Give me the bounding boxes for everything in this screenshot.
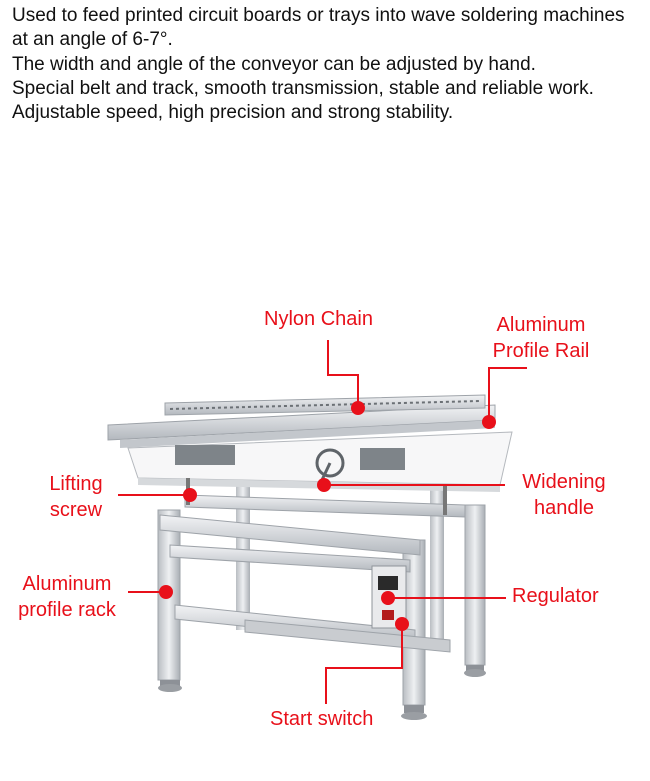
aluminum-profile-rack: [157, 470, 486, 720]
profile-rack-marker: [159, 585, 173, 599]
widening-handle-line-2: handle: [533, 497, 595, 519]
widening-handle-line-1: Widening: [522, 471, 606, 493]
lifting-screw-line-1: Lifting: [49, 473, 103, 495]
profile-rail-marker: [482, 415, 496, 429]
start-switch-label: Start switch: [270, 708, 374, 730]
description-line-4: Adjustable speed, high precision and str…: [12, 102, 454, 124]
lifting-screw-line-2: screw: [49, 499, 103, 521]
callout-lines: [118, 340, 527, 704]
description-line-3: Special belt and track, smooth transmiss…: [12, 77, 594, 99]
lifting-screw-marker: [183, 488, 197, 502]
nylon-chain-marker: [351, 401, 365, 415]
aluminum-profile-rail-label: Aluminum Profile Rail: [486, 312, 596, 364]
product-description: Used to feed printed circuit boards or t…: [12, 4, 632, 125]
widening-handle-marker: [317, 478, 331, 492]
aluminum-profile-rack-line-1: Aluminum: [22, 573, 112, 595]
conveyor-table: [107, 394, 513, 515]
aluminum-profile-rail-line-2: Profile Rail: [492, 340, 590, 362]
aluminum-profile-rack-label: Aluminum profile rack: [8, 571, 126, 623]
aluminum-profile-rack-line-2: profile rack: [18, 599, 116, 621]
widening-handle-label: Widening handle: [512, 469, 616, 521]
callout-dots: [159, 401, 496, 631]
description-line-1: Used to feed printed circuit boards or t…: [12, 5, 625, 51]
start-switch-marker: [395, 617, 409, 631]
aluminum-profile-rail-line-1: Aluminum: [496, 314, 586, 336]
lifting-screw-label: Lifting screw: [38, 471, 114, 523]
regulator-label: Regulator: [512, 585, 599, 607]
regulator-marker: [381, 591, 395, 605]
description-line-2: The width and angle of the conveyor can …: [12, 53, 536, 75]
nylon-chain-label: Nylon Chain: [264, 308, 373, 330]
